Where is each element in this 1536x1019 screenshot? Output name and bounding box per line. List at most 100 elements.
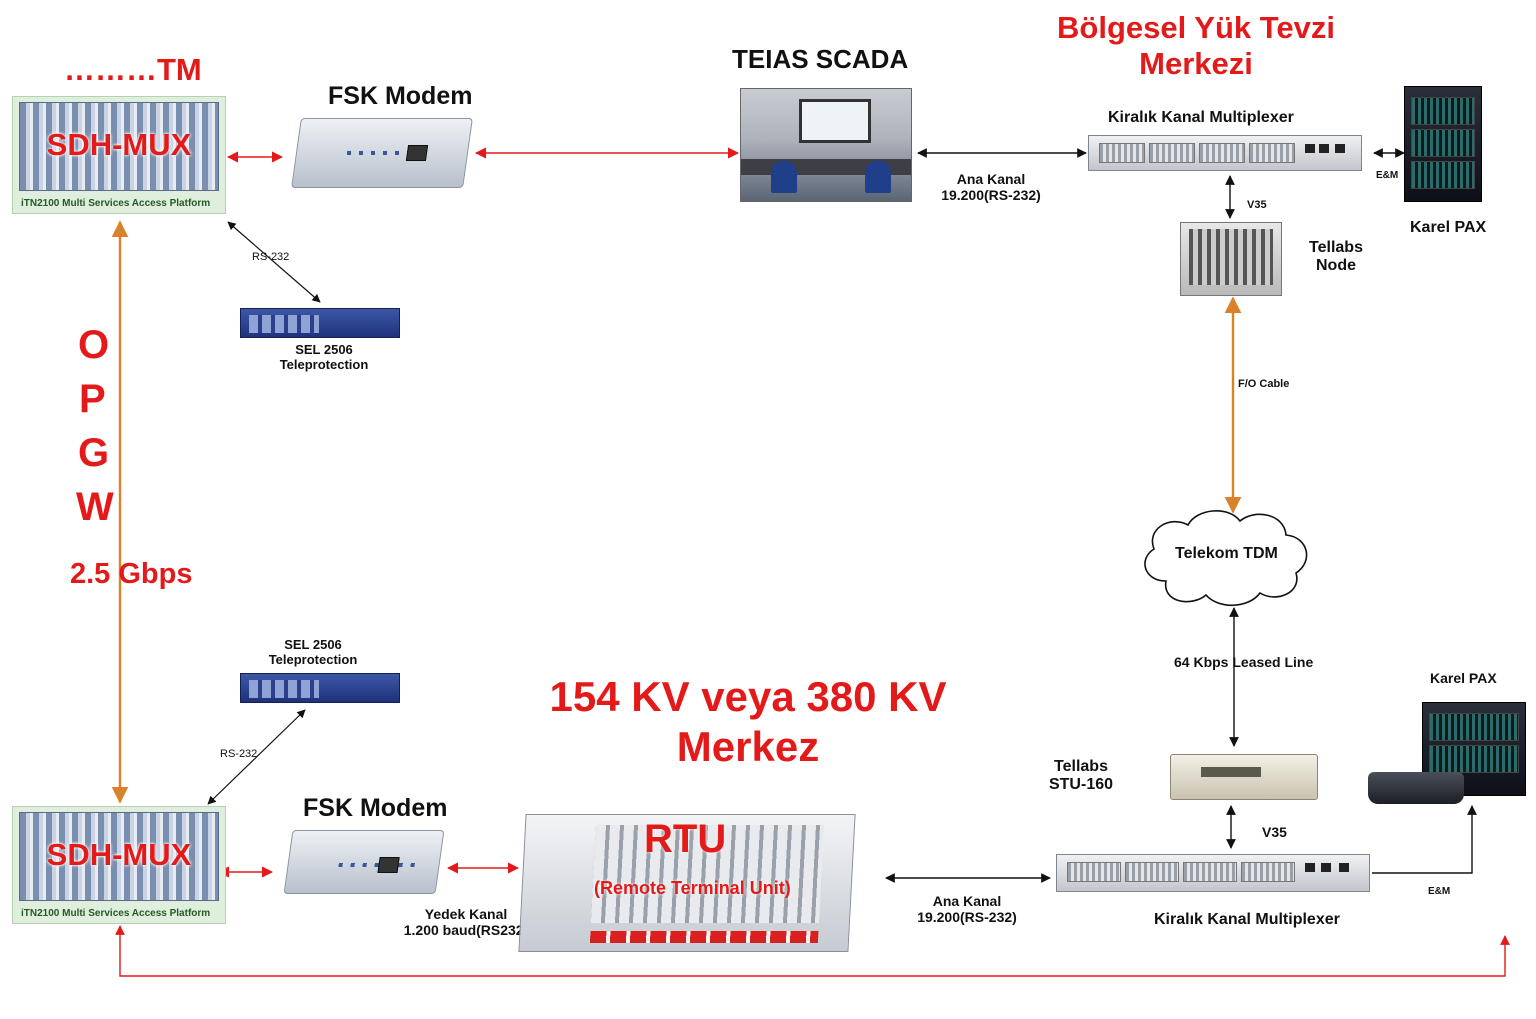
tellabs-stu-160	[1170, 754, 1318, 800]
tellabs-stu-line1: Tellabs	[1054, 758, 1108, 775]
leased-mux-top	[1088, 135, 1362, 171]
mux-slot	[1125, 862, 1179, 882]
rtu-label: RTU	[644, 817, 727, 861]
tellabs-node-line2: Node	[1316, 257, 1356, 275]
sel-2506-top	[240, 308, 400, 338]
opgw-speed-label: 2.5 Gbps	[70, 558, 193, 590]
mux-port	[1319, 144, 1329, 153]
pax-bay	[1411, 129, 1475, 157]
sdh-mux-top-label: SDH-MUX	[46, 127, 192, 162]
mux-port	[1305, 144, 1315, 153]
opgw-letter-p: P	[79, 377, 106, 421]
mux-slot	[1149, 143, 1195, 163]
sel-bottom-label: SEL 2506 Teleprotection	[255, 637, 371, 668]
sel-face	[249, 315, 319, 333]
v35-top-label: V35	[1247, 199, 1267, 211]
ana-kanal-bottom-line1: Ana Kanal	[932, 893, 1002, 909]
scada-videowall	[799, 99, 871, 143]
mux-slot	[1241, 862, 1295, 882]
scada-operator	[771, 161, 797, 193]
sel-bottom-line2: Teleprotection	[268, 651, 358, 667]
opgw-letter-o: O	[78, 323, 110, 367]
link-return-loop	[115, 925, 1510, 977]
leased-mux-top-label: Kiralık Kanal Multiplexer	[1108, 109, 1294, 126]
pax-bay	[1429, 713, 1519, 741]
desk-phone	[1368, 772, 1464, 804]
sel-face	[249, 680, 319, 698]
yedek-kanal-label: Yedek Kanal 1.200 baud(RS232)	[396, 906, 536, 938]
sel-2506-bottom	[240, 673, 400, 703]
ana-kanal-top-line1: Ana Kanal	[956, 171, 1026, 187]
link-rs232-bottom	[207, 709, 306, 805]
pax-bay	[1411, 97, 1475, 125]
opgw-letter-w: W	[76, 485, 114, 529]
substation-title-line1: 154 KV veya 380 KV	[549, 673, 947, 720]
rack-shelf	[19, 102, 219, 191]
mux-slot	[1199, 143, 1245, 163]
yedek-kanal-line1: Yedek Kanal	[424, 906, 508, 922]
teias-scada-label: TEIAS SCADA	[732, 44, 909, 74]
scada-operator	[865, 161, 891, 193]
sel-bottom-line1: SEL 2506	[284, 637, 342, 652]
sdh-mux-top: SDH-MUX iTN2100 Multi Services Access Pl…	[12, 96, 226, 214]
ana-kanal-top-label: Ana Kanal 19.200(RS-232)	[930, 171, 1052, 203]
sel-top-label: SEL 2506 Teleprotection	[266, 342, 382, 373]
karel-pax-top	[1404, 86, 1482, 202]
karel-pax-bottom	[1422, 702, 1526, 796]
mux-slot	[1067, 862, 1121, 882]
itn-platform-top-label: iTN2100 Multi Services Access Platform	[21, 198, 211, 209]
ana-kanal-bottom-label: Ana Kanal 19.200(RS-232)	[906, 893, 1028, 925]
regional-title-line1: Bölgesel Yük Tevzi	[1057, 10, 1335, 45]
sdh-mux-bottom-label: SDH-MUX	[46, 837, 192, 872]
pax-bay	[1411, 161, 1475, 189]
mux-port	[1305, 863, 1315, 872]
telekom-tdm-label: Telekom TDM	[1175, 545, 1278, 562]
karel-pax-bottom-label: Karel PAX	[1430, 670, 1497, 686]
tellabs-node-label: Tellabs Node	[1300, 239, 1372, 276]
regional-title-line2: Merkezi	[1139, 45, 1253, 81]
opgw-letter-g: G	[78, 431, 110, 475]
rtu-terminal-bar	[589, 931, 819, 943]
pax-bay	[1429, 745, 1519, 773]
rack-shelf	[19, 812, 219, 901]
leased-line-label: 64 Kbps Leased Line	[1174, 654, 1314, 670]
mux-slot	[1249, 143, 1295, 163]
sel-top-line1: SEL 2506	[295, 342, 353, 357]
fo-cable-label: F/O Cable	[1238, 378, 1290, 390]
em-bottom-label: E&M	[1428, 886, 1451, 897]
fsk-modem-top-label: FSK Modem	[328, 82, 473, 110]
tellabs-stu-line2: STU-160	[1048, 776, 1114, 794]
fsk-modem-bottom-label: FSK Modem	[303, 794, 448, 822]
link-rs232-top	[227, 221, 321, 303]
mux-port	[1339, 863, 1349, 872]
itn-platform-bottom-label: iTN2100 Multi Services Access Platform	[21, 908, 211, 919]
tellabs-stu-label: Tellabs STU-160	[1040, 758, 1122, 795]
regional-center-title: Bölgesel Yük Tevzi Merkezi	[1040, 10, 1352, 81]
substation-title: 154 KV veya 380 KV Merkez	[530, 672, 966, 773]
karel-pax-top-label: Karel PAX	[1410, 219, 1487, 236]
modem-port	[405, 145, 429, 161]
scada-room-image	[740, 88, 912, 202]
sel-top-line2: Teleprotection	[279, 356, 369, 372]
sdh-mux-bottom: SDH-MUX iTN2100 Multi Services Access Pl…	[12, 806, 226, 924]
yedek-kanal-line2: 1.200 baud(RS232)	[403, 922, 529, 939]
rs232-top-label: RS-232	[252, 251, 290, 263]
stu-display	[1201, 767, 1261, 777]
rtu-expanded-label: (Remote Terminal Unit)	[594, 878, 791, 898]
mux-slot	[1183, 862, 1237, 882]
link-mux-pax-bottom	[1372, 805, 1477, 874]
mux-port	[1321, 863, 1331, 872]
fsk-modem-bottom	[283, 830, 445, 894]
mux-slot	[1099, 143, 1145, 163]
em-top-label: E&M	[1376, 170, 1399, 181]
substation-title-line2: Merkez	[676, 723, 820, 771]
tellabs-node-line1: Tellabs	[1309, 239, 1363, 256]
node-cards	[1189, 229, 1273, 285]
leased-mux-bottom-label: Kiralık Kanal Multiplexer	[1154, 911, 1340, 928]
rs232-bottom-label: RS-232	[220, 748, 258, 760]
v35-bottom-label: V35	[1262, 824, 1287, 840]
mux-port	[1335, 144, 1345, 153]
telekom-tdm-cloud	[1144, 510, 1308, 606]
tellabs-node	[1180, 222, 1282, 296]
